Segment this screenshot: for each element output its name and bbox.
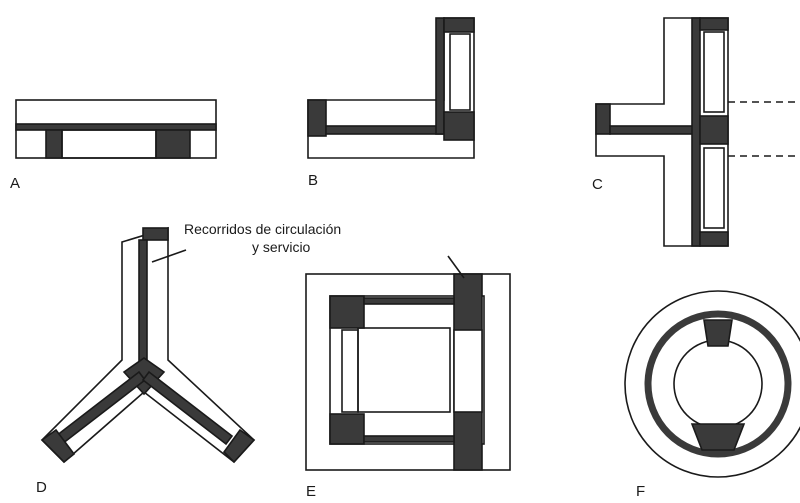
plan-b-service-core — [307, 99, 327, 137]
plan-e — [305, 255, 511, 471]
plan-e-block — [329, 295, 485, 445]
plan-e-room — [341, 329, 359, 413]
annotation-leader — [151, 249, 187, 263]
plan-c-corridor — [609, 125, 697, 135]
plan-e-outline — [305, 273, 511, 471]
plan-a-corridor — [15, 123, 217, 131]
plan-d-corridor — [141, 370, 234, 446]
plan-b — [307, 17, 475, 159]
plan-a-service-core — [45, 129, 63, 159]
plan-b-service-core — [443, 111, 475, 141]
plan-b-room — [449, 33, 471, 111]
plan-e-service-core — [329, 295, 365, 329]
plan-e-corridor — [363, 435, 455, 443]
plan-c-service-core — [699, 231, 729, 247]
annotation-line-1: Recorridos de circulación — [184, 221, 341, 237]
plan-f-corridor-ring — [644, 310, 792, 458]
panel-label-d: D — [36, 479, 47, 496]
plan-c-service-core — [595, 103, 611, 135]
plan-f-service-core — [690, 423, 746, 451]
panel-label-b: B — [308, 172, 318, 189]
plan-f-inner-court — [673, 339, 763, 429]
plan-d-service-core — [40, 428, 76, 464]
plan-d-service-core — [222, 428, 256, 464]
annotation-line-2: y servicio — [252, 239, 311, 255]
plan-a-service-core — [155, 129, 191, 159]
plan-c — [595, 17, 800, 247]
plan-a-room — [61, 129, 157, 159]
plan-f-outer-ring — [624, 290, 800, 478]
plan-e-room — [453, 329, 483, 413]
plan-c-room — [703, 31, 725, 113]
annotation-leader — [447, 255, 465, 279]
panel-label-e: E — [306, 483, 316, 498]
plan-c-service-core — [699, 115, 729, 145]
plan-c-room — [703, 147, 725, 229]
plan-b-corridor — [435, 17, 445, 135]
plan-c-service-core — [699, 17, 729, 31]
plan-e-corridor — [363, 297, 455, 305]
plan-e-service-core — [329, 413, 365, 445]
plan-f-service-core — [703, 319, 733, 347]
plan-c-corridor — [691, 17, 701, 247]
plan-c-outline — [595, 17, 729, 247]
plan-a — [15, 99, 217, 159]
panel-label-a: A — [10, 175, 20, 192]
plan-b-service-core — [443, 17, 475, 33]
plan-d-corridor — [54, 370, 147, 446]
panel-label-c: C — [592, 176, 603, 193]
plan-b-corridor — [325, 125, 445, 135]
panel-label-f: F — [636, 483, 645, 498]
plan-d-service-core — [142, 227, 169, 241]
plan-d-corridor — [138, 239, 148, 375]
plan-f — [624, 290, 800, 478]
plan-e-courtyard — [357, 327, 451, 413]
plan-d — [40, 226, 256, 464]
plan-d-outline — [40, 226, 256, 464]
